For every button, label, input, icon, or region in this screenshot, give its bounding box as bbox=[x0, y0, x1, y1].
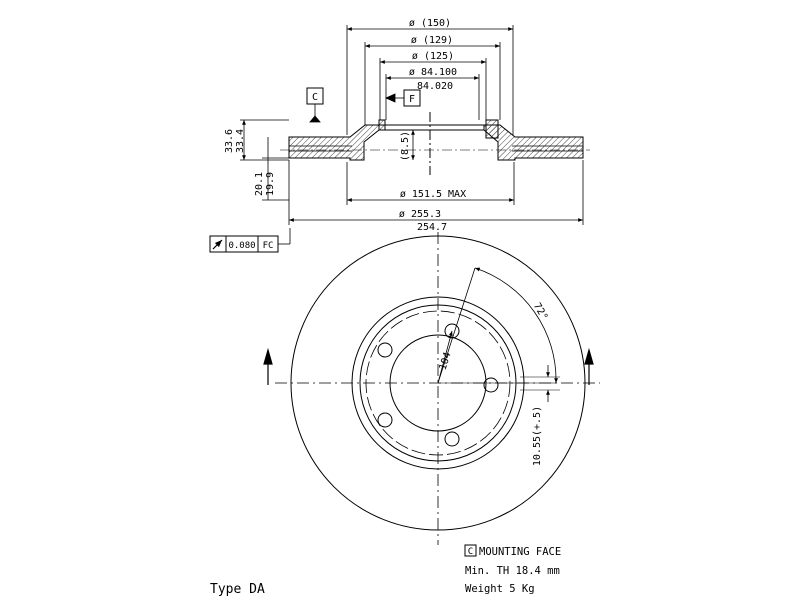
datum-f-label: F bbox=[409, 94, 415, 105]
min-thickness-label: Min. TH 18.4 mm bbox=[465, 565, 560, 577]
front-view bbox=[275, 232, 600, 545]
dim-h20-upper: 20.1 bbox=[254, 172, 265, 196]
mounting-face-box-label: C bbox=[468, 547, 473, 557]
bolt-hole bbox=[377, 412, 393, 428]
notes-block: C MOUNTING FACE Min. TH 18.4 mm Weight 5… bbox=[464, 544, 561, 595]
runout-icon bbox=[212, 239, 223, 250]
dim-h33-upper: 33.6 bbox=[224, 129, 235, 153]
dim-h20-lower: 19.9 bbox=[265, 172, 276, 196]
datum-c-box bbox=[306, 87, 324, 105]
section-right-ring bbox=[483, 124, 584, 161]
tolerance-ref: FC bbox=[263, 241, 274, 251]
mounting-face-box bbox=[464, 544, 477, 557]
dim-d84-lower: 84.020 bbox=[417, 81, 453, 92]
section-view bbox=[280, 112, 590, 175]
section-arrows bbox=[263, 347, 594, 385]
bolt-hole bbox=[377, 342, 393, 358]
dim-d125: ø (125) bbox=[412, 51, 454, 62]
dimension-lines bbox=[240, 25, 584, 245]
tolerance-frame: 0.080 FC bbox=[209, 235, 279, 253]
dim-offset: 10.55(+.5) bbox=[532, 406, 543, 466]
tolerance-value: 0.080 bbox=[228, 241, 255, 251]
type-label: Type DA bbox=[210, 582, 265, 597]
section-arrow-right bbox=[584, 347, 594, 365]
dim-angle-72: 72° bbox=[531, 301, 550, 322]
bolt-hole bbox=[444, 323, 460, 339]
section-arrow-left bbox=[263, 347, 273, 365]
dim-d150: ø (150) bbox=[409, 18, 451, 29]
dim-h85: (8.5) bbox=[400, 131, 411, 161]
dim-pcd-104: 104 bbox=[438, 351, 454, 372]
section-left-ring bbox=[288, 124, 380, 161]
dim-d151: ø 151.5 MAX bbox=[400, 189, 466, 200]
dim-h33-lower: 33.4 bbox=[235, 129, 246, 153]
datum-c-label: C bbox=[312, 92, 318, 103]
dim-d255-upper: ø 255.3 bbox=[399, 209, 441, 220]
datum-f-box bbox=[403, 89, 421, 107]
dim-d255-lower: 254.7 bbox=[417, 222, 447, 233]
bolt-hole bbox=[444, 431, 460, 447]
weight-label: Weight 5 Kg bbox=[465, 583, 535, 595]
dim-d129: ø (129) bbox=[411, 35, 453, 46]
mounting-face-label: MOUNTING FACE bbox=[479, 546, 561, 558]
dim-d84-upper: ø 84.100 bbox=[409, 67, 457, 78]
